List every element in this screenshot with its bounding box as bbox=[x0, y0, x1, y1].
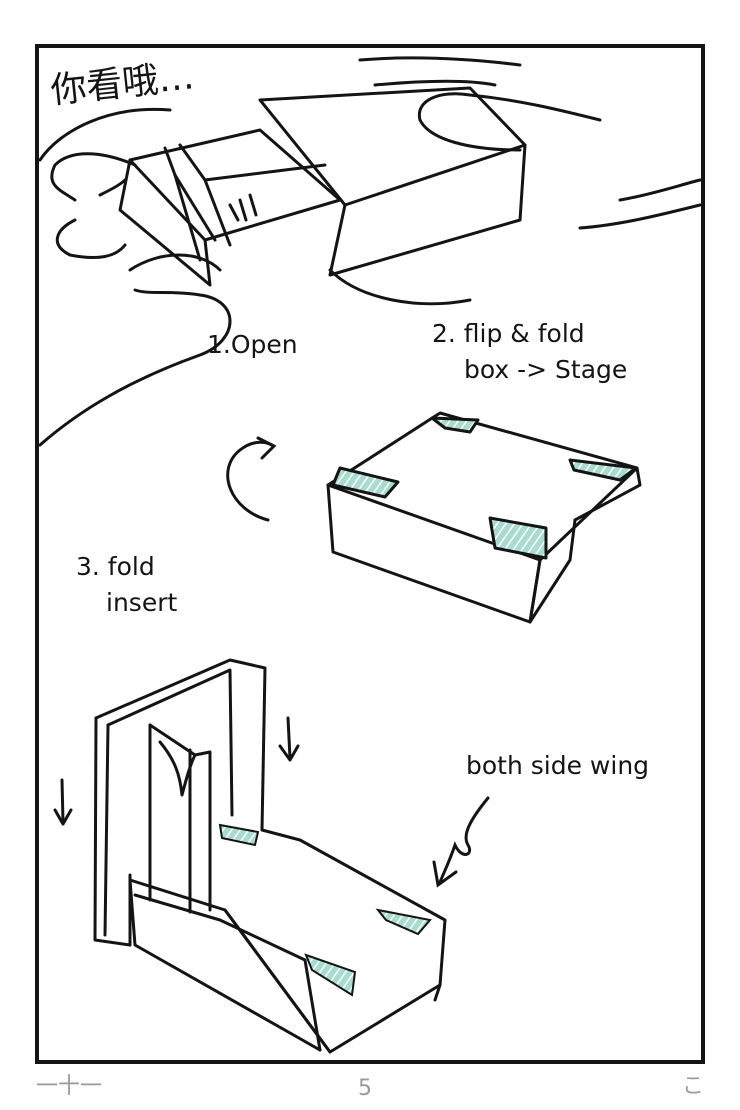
step2-label-line2: box -> Stage bbox=[464, 355, 627, 384]
panel-border bbox=[35, 44, 705, 1064]
footer-right-mark: こ bbox=[682, 1074, 704, 1099]
speech-text: 你看哦… bbox=[49, 56, 197, 112]
hands-drawing bbox=[38, 56, 702, 447]
note-label: both side wing bbox=[466, 751, 649, 780]
matchbox-drawing bbox=[118, 86, 527, 287]
step3-label-line2: insert bbox=[106, 588, 177, 617]
step3-label-line1: 3. fold bbox=[76, 552, 155, 581]
insert-drawing bbox=[53, 658, 447, 1054]
step1-label: 1.Open bbox=[207, 330, 298, 359]
note-arrow bbox=[432, 796, 490, 888]
page-number: 5 bbox=[358, 1076, 372, 1101]
footer-left-mark: 一十一 bbox=[36, 1074, 102, 1099]
insert-tape-1 bbox=[218, 823, 260, 847]
insert-tape-3 bbox=[304, 953, 357, 997]
flip-arrow bbox=[226, 436, 277, 522]
insert-tape-2 bbox=[375, 908, 432, 936]
stage-box-drawing bbox=[326, 411, 642, 624]
step2-label-line1: 2. flip & fold bbox=[432, 319, 585, 348]
